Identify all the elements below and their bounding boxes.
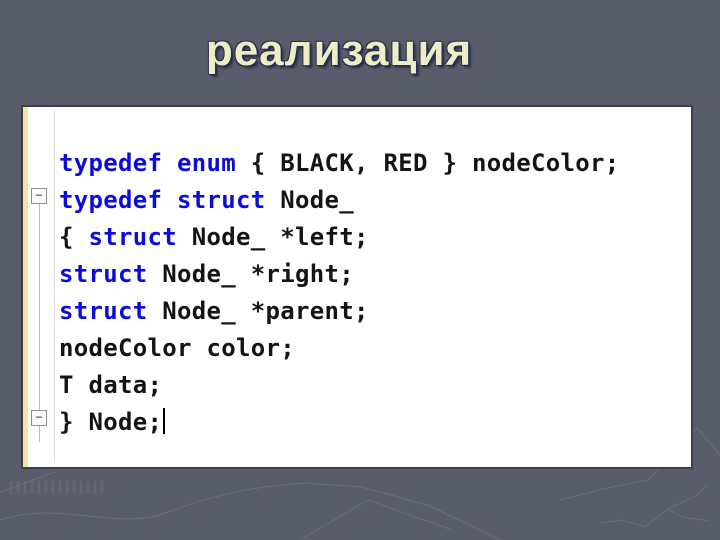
- code-token: { BLACK, RED } nodeColor;: [236, 149, 620, 177]
- code-token: T data;: [59, 371, 163, 399]
- code-line[interactable]: T data;: [59, 367, 687, 404]
- code-token: struct: [88, 223, 177, 251]
- code-token: enum: [177, 149, 236, 177]
- code-token: typedef: [59, 186, 163, 214]
- code-token: {: [59, 223, 89, 251]
- code-token: struct: [177, 186, 266, 214]
- code-line[interactable]: { struct Node_ *left;: [59, 219, 687, 256]
- margin-divider: [54, 111, 55, 463]
- code-token: Node_ *parent;: [147, 297, 369, 325]
- watermark-artifact: [10, 478, 106, 498]
- code-token: Node_: [265, 186, 354, 214]
- code-token: struct: [59, 297, 148, 325]
- code-line[interactable]: typedef struct Node_: [59, 182, 687, 219]
- change-track-bar: [23, 107, 28, 467]
- code-token: nodeColor color;: [59, 334, 295, 362]
- code-token: Node_ *right;: [147, 260, 354, 288]
- fold-margin: −−: [23, 107, 57, 467]
- fold-tail-line: [39, 425, 40, 442]
- code-token: struct: [59, 260, 148, 288]
- code-line[interactable]: struct Node_ *right;: [59, 256, 687, 293]
- fold-collapse-icon[interactable]: −: [31, 410, 47, 426]
- code-token: Node_ *left;: [177, 223, 369, 251]
- fold-connector-line: [39, 202, 40, 411]
- code-token: typedef: [59, 149, 163, 177]
- code-line[interactable]: typedef enum { BLACK, RED } nodeColor;: [59, 145, 687, 182]
- fold-collapse-icon[interactable]: −: [31, 188, 47, 204]
- code-token: [162, 149, 177, 177]
- text-caret: [163, 408, 166, 434]
- code-area: typedef enum { BLACK, RED } nodeColor;ty…: [59, 145, 687, 441]
- code-editor-panel: −− typedef enum { BLACK, RED } nodeColor…: [21, 105, 693, 469]
- code-line[interactable]: } Node;: [59, 404, 687, 441]
- slide-title: реализация: [205, 26, 473, 75]
- code-token: } Node;: [59, 408, 163, 436]
- code-line[interactable]: struct Node_ *parent;: [59, 293, 687, 330]
- code-token: [162, 186, 177, 214]
- code-line[interactable]: nodeColor color;: [59, 330, 687, 367]
